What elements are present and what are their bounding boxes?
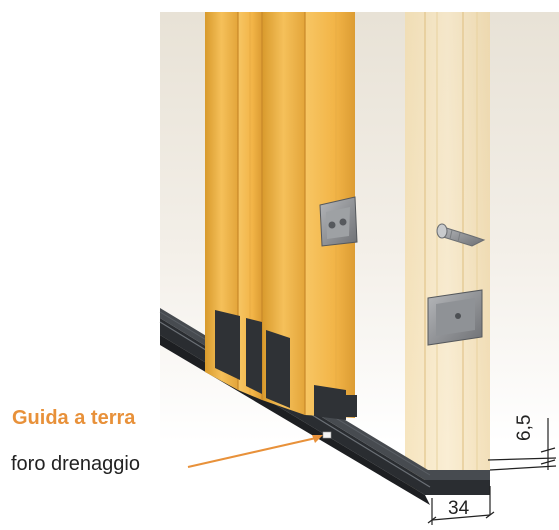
ghost-frame — [405, 12, 490, 490]
drain-leader-line — [187, 435, 323, 468]
drain-hole-label: foro drenaggio — [11, 453, 140, 475]
mounting-bracket-icon — [319, 196, 358, 247]
door-handle-clip-icon — [427, 289, 483, 346]
width-dimension-label: 34 — [448, 498, 470, 519]
dimension-lines — [427, 418, 557, 525]
rail-title-label: Guida a terra — [12, 407, 136, 429]
frame-end-caps — [215, 310, 357, 420]
height-dimension-label: 6,5 — [514, 414, 535, 441]
wall-plug-anchor-icon — [436, 223, 486, 247]
drain-hole — [322, 431, 332, 439]
